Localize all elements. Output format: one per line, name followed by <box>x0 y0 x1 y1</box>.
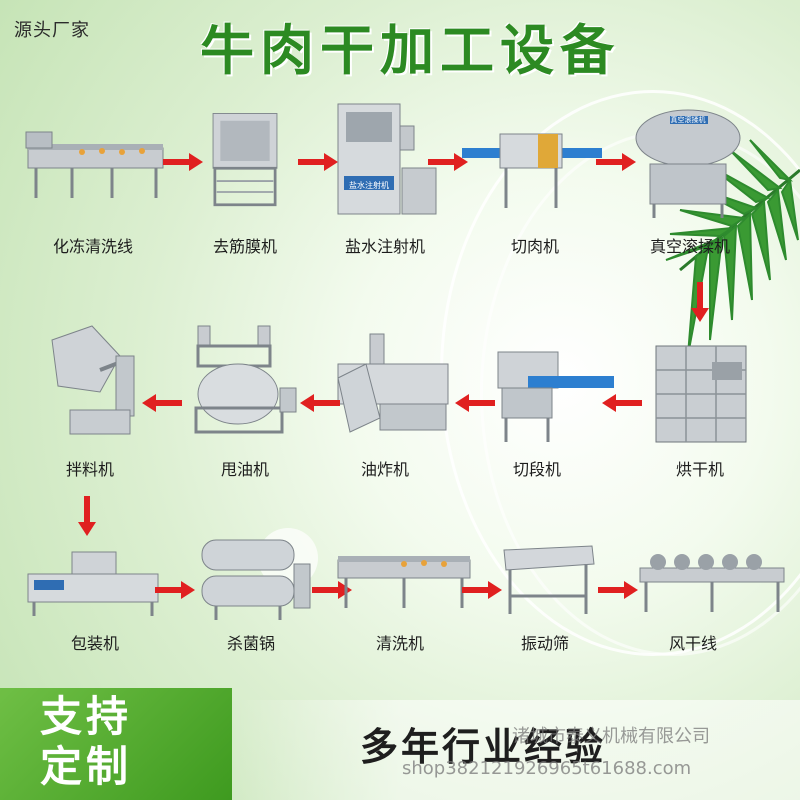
injector-panel-sign: 盐水注射机 <box>349 181 389 190</box>
machine-label: 化冻清洗线 <box>52 237 133 256</box>
machine-segment-cutter-image <box>497 351 614 442</box>
palm-leaf-decoration <box>665 139 800 356</box>
arrow-down-icon <box>78 496 96 536</box>
machine-dryer-image <box>655 345 747 443</box>
machine-label: 风干线 <box>668 634 717 653</box>
machine-vacuum-tumbler-image <box>635 109 741 218</box>
machine-deoiler-image <box>194 325 297 434</box>
machine-thawing-wash-line-image <box>25 131 164 198</box>
machine-brine-injector-image <box>337 103 437 215</box>
slogan-text: 多年行业经验 <box>360 725 607 769</box>
arrow-right-icon <box>598 581 638 599</box>
custom-badge-line-1: 支持 <box>40 692 133 741</box>
arrow-right-icon <box>596 153 636 171</box>
page-title: 牛肉干加工设备 <box>200 19 620 82</box>
arrow-left-icon <box>142 394 182 412</box>
watermark-shop: shop382121926965t61688.com <box>402 758 692 779</box>
slogan-banner <box>232 700 800 800</box>
arrow-right-icon <box>428 153 468 171</box>
custom-badge-text: 支持 定制 <box>40 692 132 792</box>
custom-badge-line-2: 定制 <box>40 742 133 791</box>
machine-packaging-image <box>27 551 159 616</box>
custom-badge <box>0 688 232 800</box>
machine-label: 切肉机 <box>510 237 559 256</box>
machine-label: 甩油机 <box>220 460 269 479</box>
machine-meat-slicer-image <box>462 133 602 208</box>
arrow-right-icon <box>462 581 502 599</box>
machine-fryer-image <box>337 333 449 433</box>
arrow-left-icon <box>300 394 340 412</box>
machine-label: 去筋膜机 <box>212 237 277 256</box>
arrow-left-icon <box>602 394 642 412</box>
machine-label: 盐水注射机 <box>344 237 425 256</box>
arrow-right-icon <box>155 581 195 599</box>
machine-label: 切段机 <box>512 460 561 479</box>
machine-label: 真空滚揉机 <box>649 237 730 256</box>
machine-label: 烘干机 <box>675 460 724 479</box>
arrow-down-icon <box>691 282 709 322</box>
arrow-right-icon <box>163 153 203 171</box>
machine-sterilizer-image <box>201 539 311 620</box>
arrow-left-icon <box>455 394 495 412</box>
machine-seasoning-mixer-image <box>51 325 135 435</box>
machine-vibrating-sieve-image <box>503 545 595 614</box>
machine-label: 杀菌锅 <box>226 634 275 653</box>
machine-air-drying-line-image <box>639 554 785 612</box>
machine-membrane-remover-image <box>212 113 278 207</box>
machine-label: 拌料机 <box>65 460 114 479</box>
watermark-company: 诸城市泰义机械有限公司 <box>512 726 710 747</box>
tagline-source-factory: 源头厂家 <box>14 20 90 41</box>
tumbler-panel-sign: 真空滚揉机 <box>670 116 706 124</box>
arrow-right-icon <box>312 581 352 599</box>
machine-label: 振动筛 <box>520 634 569 653</box>
arrow-right-icon <box>298 153 338 171</box>
machine-label: 油炸机 <box>360 460 409 479</box>
machine-label: 清洗机 <box>375 634 424 653</box>
machine-washer-image <box>337 556 471 608</box>
machine-label: 包装机 <box>70 634 119 653</box>
